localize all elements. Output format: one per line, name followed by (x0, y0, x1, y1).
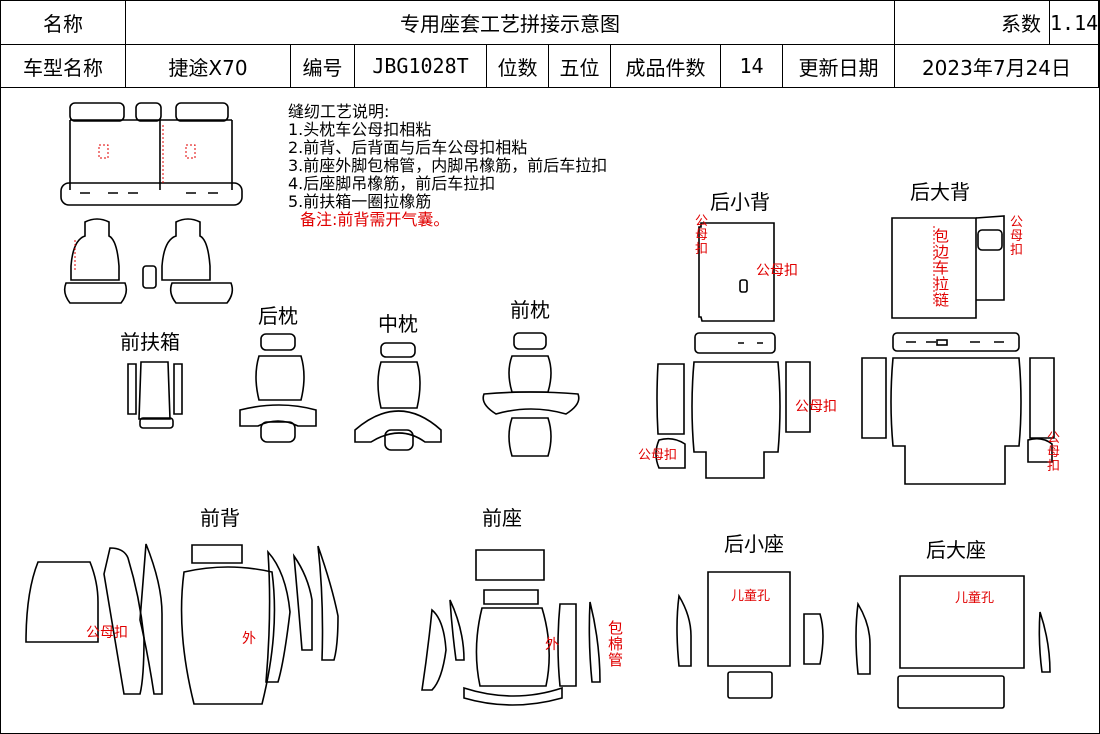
date-value: 2023年7月24日 (894, 44, 1099, 88)
annotation-snap: 公母扣 (638, 448, 678, 463)
label-front-back: 前背 (200, 506, 240, 530)
pattern-drawings (25, 102, 1055, 709)
note-item: 5.前扶箱一圈拉橡筋 (288, 192, 432, 211)
label-rear-big-seat: 后大座 (926, 538, 986, 562)
annotation-child-hole: 儿童孔 (731, 589, 771, 604)
pieces-value: 14 (720, 44, 783, 88)
front-back-pattern (25, 543, 339, 705)
annotation-outer: 外 (545, 637, 559, 653)
annotation-outer: 外 (242, 631, 256, 647)
annotation-snap: 公母扣 (86, 625, 128, 641)
sewing-notes: 缝纫工艺说明: 1.头枕车公母扣相粘 2.前背、后背面与后车公母扣相粘 3.前座… (288, 103, 607, 229)
coefficient-value: 1.14 (1049, 0, 1099, 45)
note-item: 4.后座脚吊橡筋，前后车拉扣 (288, 174, 496, 193)
notes-title: 缝纫工艺说明: (288, 102, 390, 121)
note-item: 3.前座外脚包棉管，内脚吊橡筋，前后车拉扣 (288, 156, 608, 175)
remark-note: 备注:前背需开气囊。 (300, 210, 450, 229)
coefficient-label: 系数 (894, 0, 1050, 45)
date-label: 更新日期 (782, 44, 895, 88)
annotation-snap: 公母扣 (695, 214, 709, 257)
front-headrest-pattern (482, 332, 580, 457)
rear-small-back-pattern (655, 222, 811, 479)
front-armrest-pattern (127, 361, 183, 429)
model-label: 车型名称 (0, 44, 126, 88)
sheet-title: 专用座套工艺拼接示意图 (125, 0, 895, 45)
annotation-snap: 公母扣 (1047, 431, 1061, 474)
annotation-snap: 公母扣 (1010, 215, 1024, 258)
annotation-snap: 公母扣 (756, 263, 798, 279)
label-front-armrest: 前扶箱 (120, 330, 180, 354)
rear-big-back-pattern (861, 215, 1055, 485)
annotation-child-hole: 儿童孔 (955, 591, 995, 606)
label-front-seat: 前座 (482, 506, 522, 530)
label-mid-headrest: 中枕 (378, 312, 418, 336)
front-seats-overview (63, 218, 234, 304)
rear-headrest-pattern (239, 333, 317, 443)
pieces-label: 成品件数 (610, 44, 721, 88)
note-item: 1.头枕车公母扣相粘 (288, 120, 432, 139)
mid-headrest-pattern (354, 342, 442, 451)
seats-label: 位数 (486, 44, 549, 88)
label-rear-big-back: 后大背 (910, 180, 970, 204)
label-front-headrest: 前枕 (510, 298, 550, 322)
rear-bench-overview (60, 102, 243, 206)
code-value: JBG1028T (354, 44, 487, 88)
seats-value: 五位 (548, 44, 611, 88)
name-label: 名称 (0, 0, 126, 45)
rear-big-seat-pattern (855, 575, 1051, 709)
header-table: 名称 专用座套工艺拼接示意图 系数 1.14 车型名称 捷途X70 编号 JBG… (0, 0, 1099, 88)
label-rear-small-back: 后小背 (710, 190, 770, 214)
note-item: 2.前背、后背面与后车公母扣相粘 (288, 138, 528, 157)
model-value: 捷途X70 (125, 44, 291, 88)
code-label: 编号 (290, 44, 355, 88)
annotation-snap: 公母扣 (795, 399, 837, 415)
rear-small-seat-pattern (676, 571, 824, 699)
label-rear-small-seat: 后小座 (724, 532, 784, 556)
label-rear-headrest: 后枕 (258, 304, 298, 328)
annotation-cotton-pipe: 包棉管 (608, 619, 624, 669)
annotation-edge-zipper: 包边车拉链 (934, 227, 950, 309)
front-seat-pattern (421, 549, 601, 706)
